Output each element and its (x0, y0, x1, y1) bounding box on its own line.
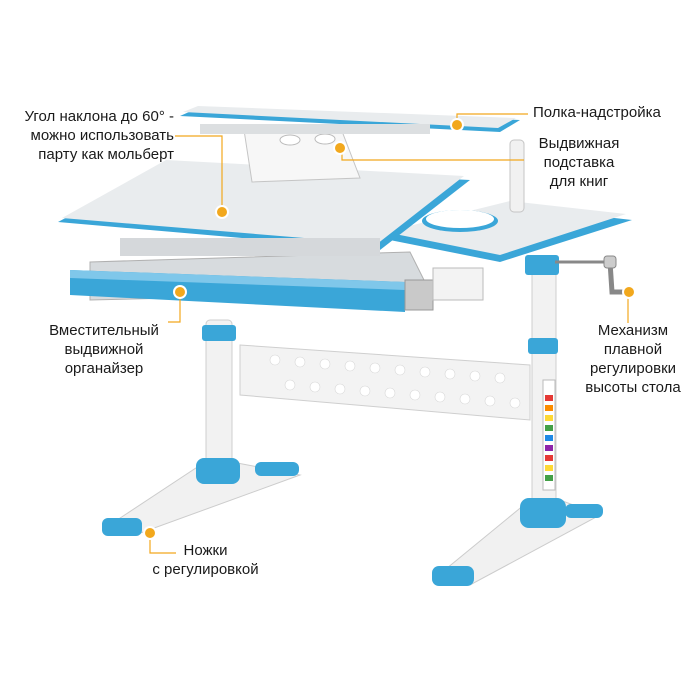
drawer-organizer (70, 251, 484, 312)
callout-book-stand-line-3: для книг (549, 173, 609, 190)
callout-mechanism-line-2: плавной (603, 341, 663, 358)
callout-tilt-line-3: парту как мольберт (38, 146, 174, 163)
crossbar-pattern (269, 354, 521, 409)
callout-mechanism: Механизм плавной регулировки высоты стол… (572, 321, 694, 397)
callout-mechanism-line-4: высоты стола (585, 379, 681, 396)
callout-mechanism-line-1: Механизм (597, 322, 669, 339)
height-scale (542, 379, 556, 491)
callout-organizer-line-1: Вместительный (49, 322, 159, 339)
crank-handle (555, 255, 631, 295)
fixed-desk-panel (380, 201, 632, 262)
callout-organizer: Вместительный выдвижной органайзер (40, 321, 168, 378)
marker-mechanism (622, 285, 636, 299)
callout-mechanism-line-3: регулировки (589, 360, 677, 377)
callout-book-stand-line-1: Выдвижная (538, 135, 620, 152)
callout-book-stand: Выдвижная подставка для книг (520, 134, 638, 191)
callout-tilt: Угол наклона до 60° - можно использовать… (4, 107, 174, 164)
callout-organizer-line-3: органайзер (64, 360, 144, 377)
marker-feet (143, 526, 157, 540)
callout-shelf-line-1: Полка-надстройка (533, 104, 661, 121)
marker-tilt (215, 205, 229, 219)
tilting-desktop (58, 160, 470, 256)
marker-shelf (450, 118, 464, 132)
callout-tilt-line-1: Угол наклона до 60° - (24, 108, 174, 125)
top-shelf (180, 106, 525, 213)
callout-feet-line-2: с регулировкой (152, 561, 259, 578)
callout-markers (143, 118, 636, 540)
marker-organizer (173, 285, 187, 299)
callout-organizer-line-2: выдвижной (64, 341, 144, 358)
callout-shelf: Полка-надстройка (533, 103, 698, 122)
callout-tilt-line-2: можно использовать (30, 127, 174, 144)
callout-feet-line-1: Ножки (183, 542, 228, 559)
callout-feet: Ножки с регулировкой (143, 541, 268, 579)
callout-book-stand-line-2: подставка (543, 154, 615, 171)
desk-frame (102, 255, 603, 586)
marker-book-stand (333, 141, 347, 155)
